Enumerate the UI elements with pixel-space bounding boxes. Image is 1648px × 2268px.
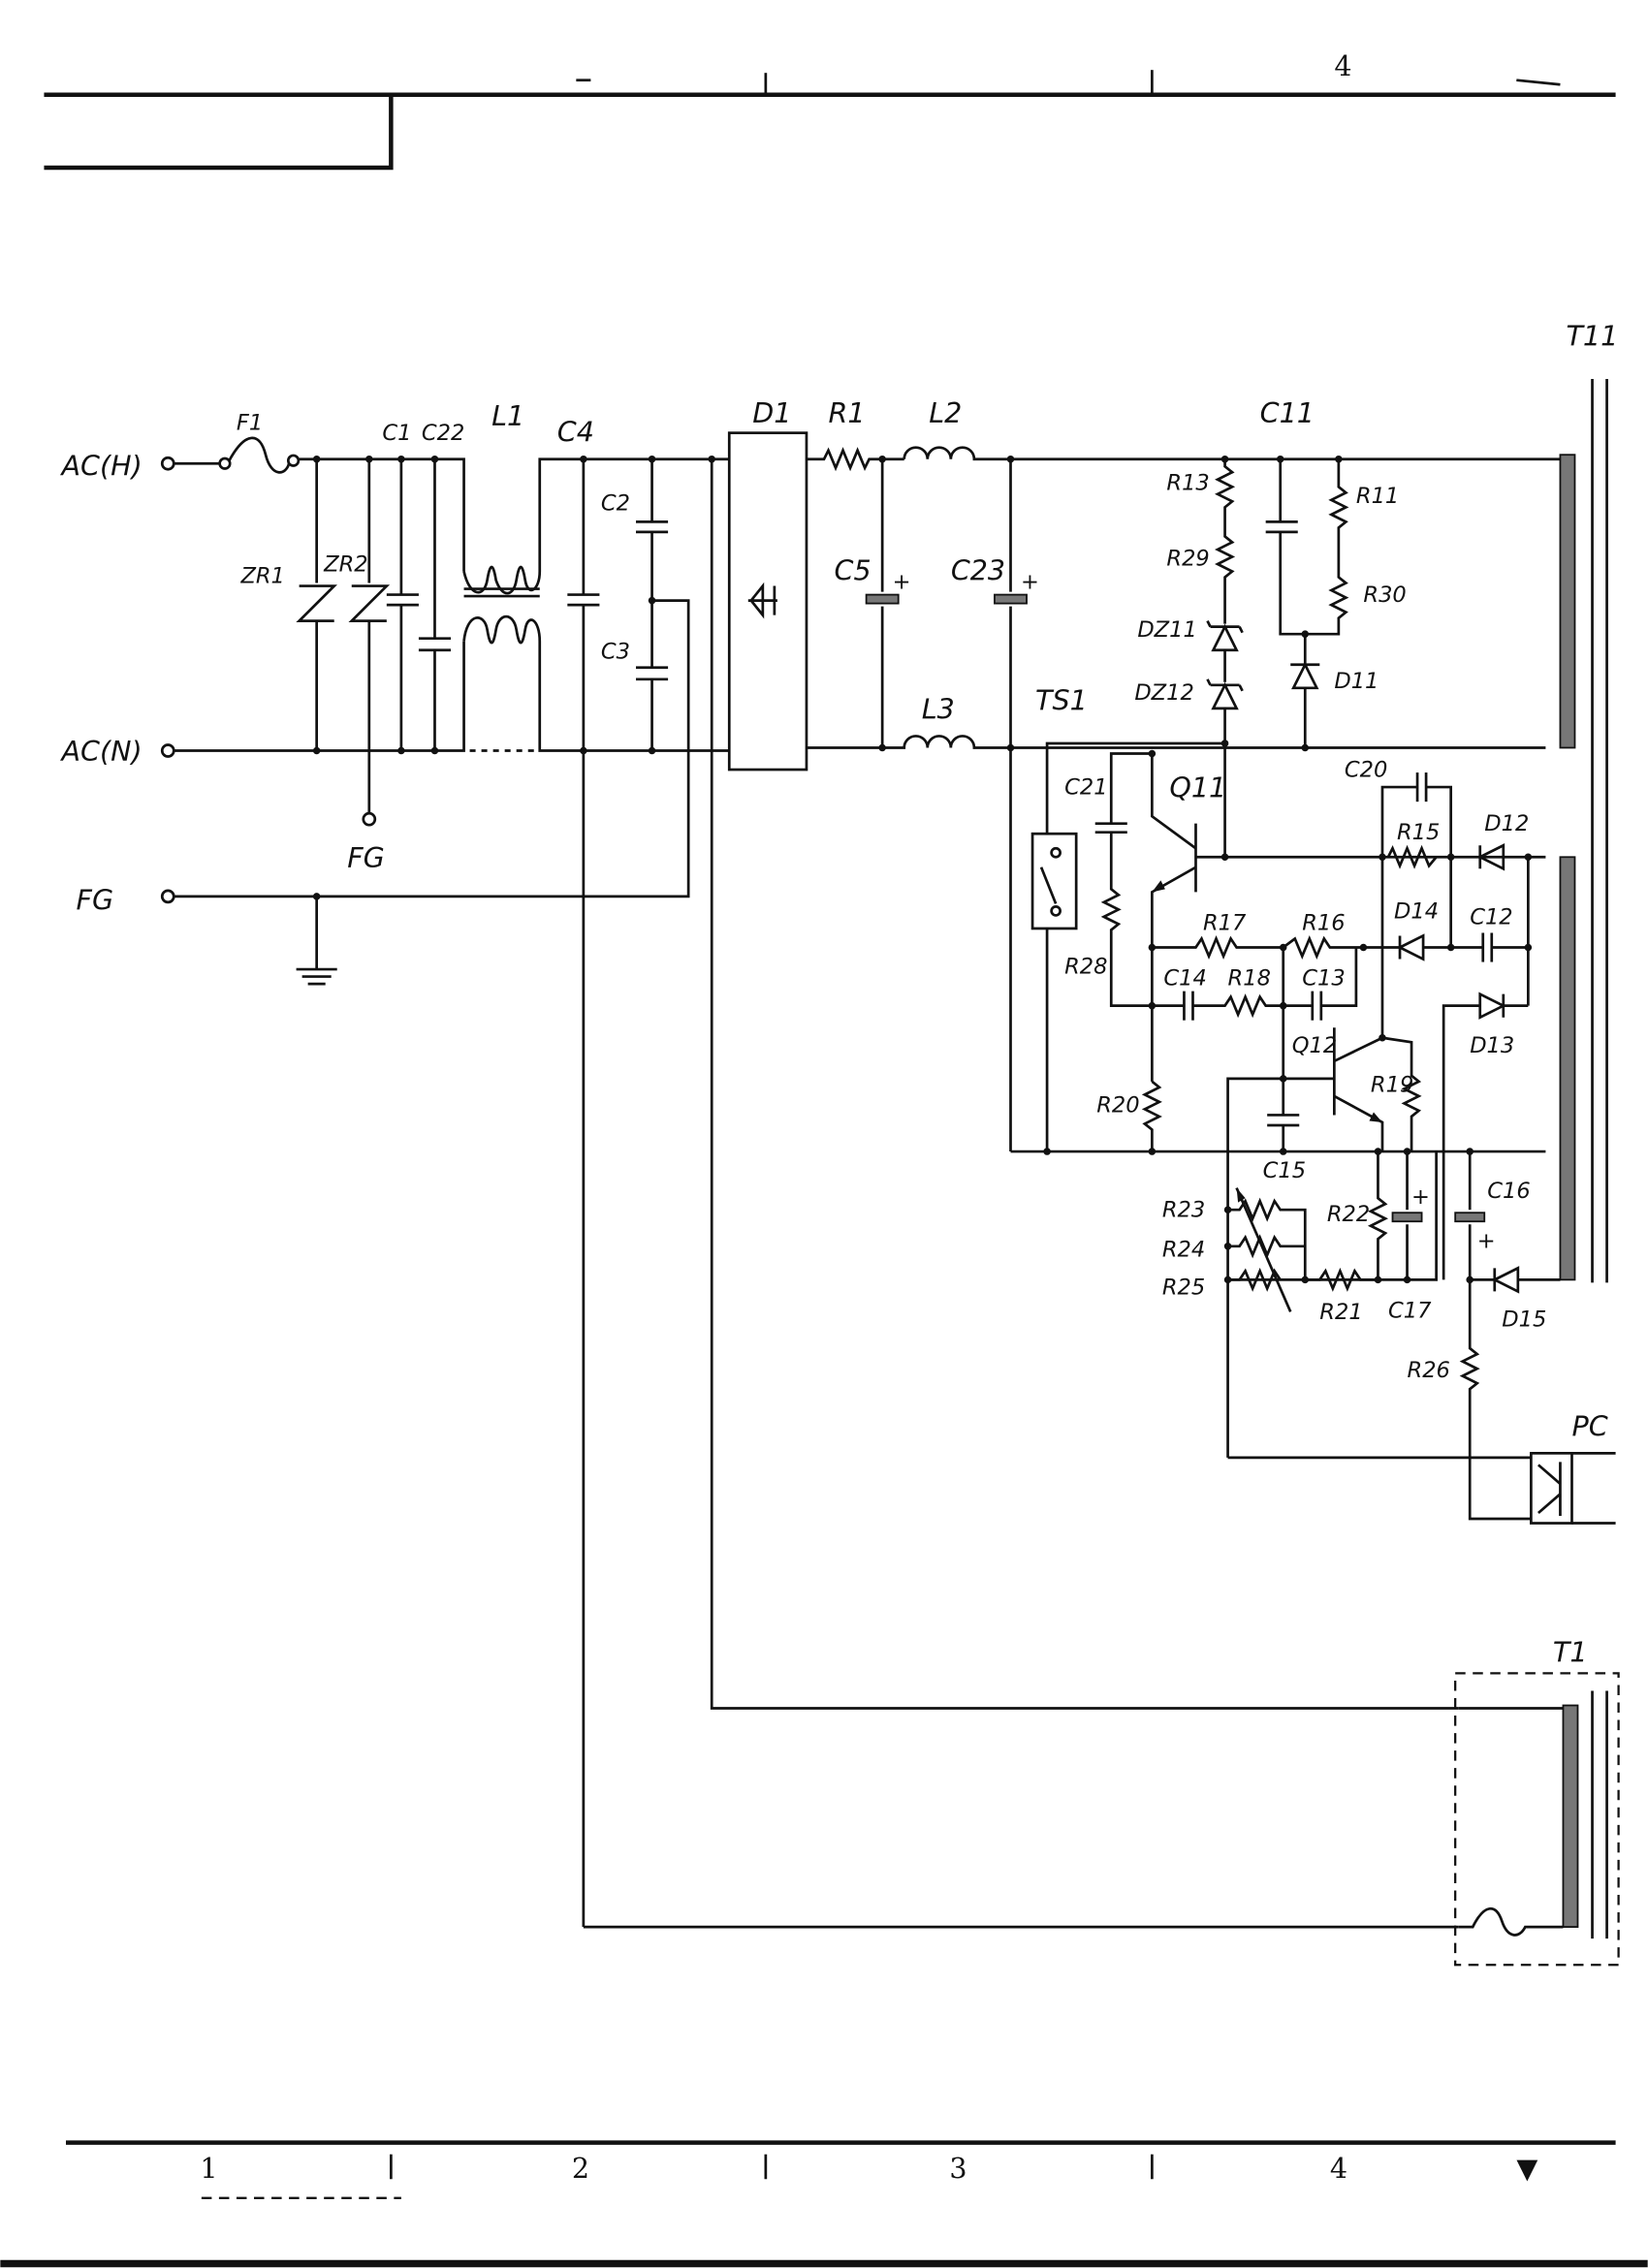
svg-text:+: + bbox=[893, 570, 911, 595]
ac-h-terminal bbox=[160, 456, 175, 471]
r26-label: R26 bbox=[1408, 1358, 1450, 1383]
fuse-f1-label: F1 bbox=[237, 411, 263, 436]
zr2-label: ZR2 bbox=[323, 552, 367, 578]
c1-label: C1 bbox=[382, 421, 411, 446]
d1-label: D1 bbox=[752, 396, 791, 429]
r25-label: R25 bbox=[1162, 1275, 1205, 1300]
zr1-label: ZR1 bbox=[239, 564, 284, 589]
ac-n-terminal-label: AC(N) bbox=[59, 735, 142, 768]
d12-label: D12 bbox=[1484, 811, 1529, 836]
r19-label: R19 bbox=[1371, 1072, 1413, 1097]
bottom-zone-label: ▼ bbox=[1516, 2152, 1537, 2185]
c4-label: C4 bbox=[557, 416, 594, 449]
q12-label: Q12 bbox=[1292, 1033, 1337, 1058]
r30-label: R30 bbox=[1363, 583, 1406, 608]
svg-text:+: + bbox=[1021, 570, 1039, 595]
c2-label: C2 bbox=[601, 490, 630, 516]
c11-label: C11 bbox=[1260, 396, 1315, 429]
r1-label: R1 bbox=[829, 396, 866, 429]
fg-terminal-label-2: FG bbox=[347, 841, 385, 874]
r21-label: R21 bbox=[1319, 1300, 1362, 1325]
r24-label: R24 bbox=[1162, 1237, 1205, 1262]
bridge-rectifier-d1 bbox=[727, 431, 808, 772]
ac-h-terminal-label: AC(H) bbox=[59, 449, 142, 482]
fg-terminal bbox=[160, 889, 175, 904]
svg-text:+: + bbox=[1477, 1228, 1496, 1253]
r22-label: R22 bbox=[1327, 1202, 1370, 1227]
r15-label: R15 bbox=[1397, 820, 1440, 845]
c14-label: C14 bbox=[1163, 966, 1206, 992]
l1-label: L1 bbox=[491, 399, 524, 432]
c16-label: C16 bbox=[1487, 1179, 1530, 1204]
bottom-zone-label: 3 bbox=[949, 2152, 967, 2185]
input-filter: AC(H) AC(N) FG FG F1 ZR1 ZR2 C1 C22 bbox=[59, 399, 1459, 1929]
d11-label: D11 bbox=[1334, 669, 1379, 694]
t11-primary-winding bbox=[1559, 454, 1576, 749]
l2-label: L2 bbox=[929, 396, 962, 429]
svg-text:+: + bbox=[1411, 1184, 1430, 1210]
r20-label: R20 bbox=[1096, 1092, 1139, 1118]
fg-terminal-label: FG bbox=[77, 883, 114, 916]
dz12-label: DZ12 bbox=[1134, 680, 1194, 706]
ts1-label: TS1 bbox=[1035, 683, 1088, 716]
d14-label: D14 bbox=[1394, 898, 1439, 924]
c21-label: C21 bbox=[1064, 775, 1107, 801]
c20-label: C20 bbox=[1345, 758, 1387, 783]
r23-label: R23 bbox=[1162, 1198, 1205, 1223]
ac-n-terminal bbox=[160, 743, 175, 758]
t1-label: T1 bbox=[1553, 1635, 1588, 1668]
c15-label: C15 bbox=[1263, 1158, 1306, 1183]
fg-terminal-2 bbox=[362, 811, 377, 827]
c22-label: C22 bbox=[422, 421, 464, 446]
r18-label: R18 bbox=[1228, 966, 1271, 992]
bottom-zone-label: 4 bbox=[1330, 2152, 1347, 2185]
transformer-t1: T1 bbox=[1454, 1635, 1620, 1967]
r17-label: R17 bbox=[1203, 910, 1247, 935]
r13-label: R13 bbox=[1166, 470, 1209, 495]
bottom-zone-label: 2 bbox=[572, 2152, 589, 2185]
photocoupler-pc bbox=[1530, 1451, 1573, 1525]
bottom-zone-label: 1 bbox=[200, 2152, 217, 2185]
d15-label: D15 bbox=[1502, 1307, 1546, 1333]
dz11-label: DZ11 bbox=[1137, 617, 1197, 643]
r29-label: R29 bbox=[1166, 546, 1209, 571]
t11-aux-winding bbox=[1559, 856, 1576, 1281]
r28-label: R28 bbox=[1064, 955, 1107, 980]
t11-label: T11 bbox=[1566, 319, 1618, 352]
l3-label: L3 bbox=[922, 692, 955, 725]
c12-label: C12 bbox=[1470, 904, 1512, 929]
pc-label: PC bbox=[1571, 1409, 1607, 1442]
c23-label: C23 bbox=[951, 554, 1005, 587]
thermal-switch-ts1 bbox=[1030, 832, 1078, 930]
c3-label: C3 bbox=[601, 640, 630, 665]
primary-control: R13 R29 DZ11 DZ12 C11 R11 R30 D11 T11 TS… bbox=[1010, 319, 1618, 1525]
top-zone-label: 4 bbox=[1334, 49, 1351, 82]
c5-label: C5 bbox=[835, 554, 872, 587]
r16-label: R16 bbox=[1302, 910, 1345, 935]
c13-label: C13 bbox=[1302, 966, 1345, 992]
d13-label: D13 bbox=[1470, 1033, 1514, 1058]
drawing-frame: 4 1 2 3 4 ▼ bbox=[0, 49, 1648, 2268]
c17-label: C17 bbox=[1388, 1298, 1432, 1323]
q11-label: Q11 bbox=[1169, 772, 1226, 804]
r11-label: R11 bbox=[1356, 484, 1399, 509]
rectifier-section: D1 R1 L2 L3 + C5 + C23 bbox=[727, 396, 1561, 1152]
